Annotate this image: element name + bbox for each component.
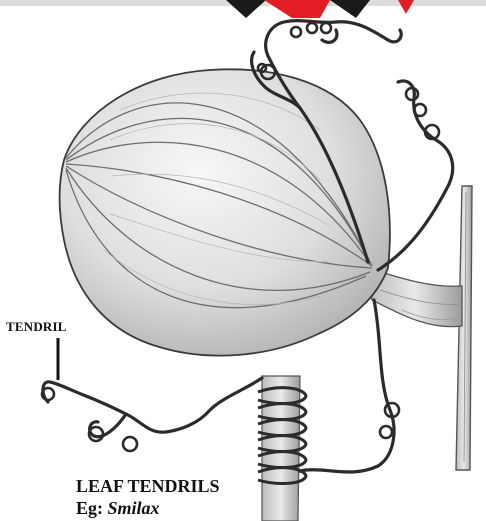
caption-example-prefix: Eg: bbox=[76, 498, 108, 518]
leaf-blade bbox=[60, 69, 390, 355]
caption-example-species: Smilax bbox=[108, 498, 160, 518]
left-tendril bbox=[43, 378, 262, 437]
support-twig bbox=[262, 376, 300, 521]
right-tendril-coils bbox=[406, 88, 439, 139]
top-logo-fragment bbox=[0, 0, 486, 18]
main-stem bbox=[456, 186, 472, 470]
caption-example: Eg: Smilax bbox=[76, 499, 160, 517]
tendril-label: TENDRIL bbox=[6, 320, 67, 333]
caption-title: LEAF TENDRILS bbox=[76, 477, 220, 495]
